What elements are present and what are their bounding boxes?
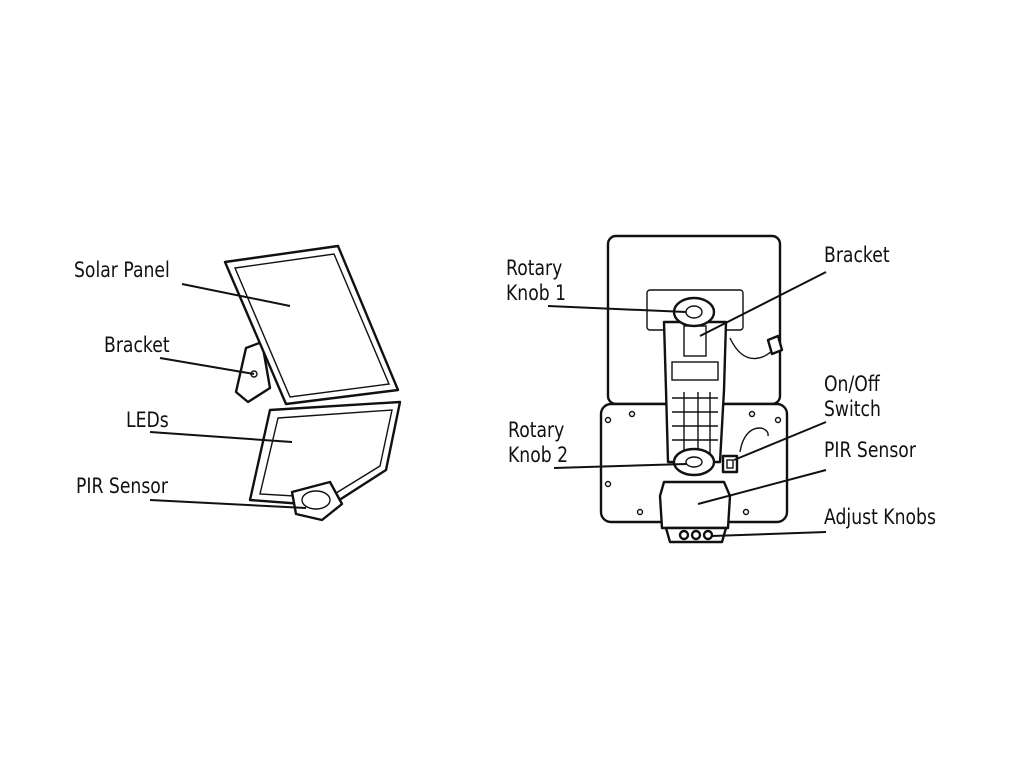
right-rotary-knob-2-center [685, 456, 703, 468]
leader-adjust-knobs [711, 531, 827, 537]
label-rotary-knob-2-line2: Knob 2 [508, 443, 569, 467]
right-bracket-grid [672, 392, 718, 456]
label-pir-sensor-right: PIR Sensor [824, 438, 916, 462]
right-cable-plug [766, 334, 784, 356]
right-adjust-knob-3 [702, 529, 714, 541]
label-pir-sensor-left: PIR Sensor [76, 474, 168, 498]
leader-bracket-left [159, 357, 255, 375]
leader-leds [149, 431, 293, 443]
label-rotary-knob-2-line1: Rotary [508, 418, 565, 442]
right-screw-2 [748, 410, 756, 418]
right-on-off-switch-toggle [726, 459, 734, 469]
right-pir-module [658, 480, 732, 530]
right-bracket-arm [662, 320, 728, 464]
label-bracket-left: Bracket [104, 333, 170, 357]
label-on-off-line1: On/Off [824, 372, 880, 396]
left-solar-panel-frame [223, 244, 400, 406]
left-device [149, 244, 402, 522]
leader-rotary-knob-2 [553, 463, 687, 469]
right-adjust-knob-1 [678, 529, 690, 541]
right-bracket-slot-2 [671, 361, 719, 381]
leader-pir-right [697, 469, 827, 505]
right-screw-7 [742, 508, 750, 516]
right-cable-lower [739, 427, 769, 453]
right-rotary-knob-2 [672, 447, 716, 477]
label-bracket-right: Bracket [824, 243, 890, 267]
left-led-housing [248, 400, 402, 508]
right-screw-5 [774, 416, 782, 424]
left-led-lens [259, 409, 393, 499]
leader-on-off-switch [733, 421, 827, 461]
right-screw-3 [604, 416, 612, 424]
right-screw-4 [604, 480, 612, 488]
right-adjust-knob-2 [690, 529, 702, 541]
label-on-off-line2: Switch [824, 397, 881, 421]
leader-bracket-right [699, 271, 827, 337]
leader-rotary-knob-1 [547, 305, 687, 313]
leader-pir-left [149, 499, 307, 509]
label-rotary-knob-1-line2: Knob 1 [506, 281, 567, 305]
left-solar-panel-glass [233, 253, 391, 398]
label-adjust-knobs: Adjust Knobs [824, 505, 936, 529]
leader-solar-panel [181, 283, 291, 307]
label-rotary-knob-1-line1: Rotary [506, 256, 563, 280]
right-device [547, 234, 827, 544]
left-pir-sensor-housing [290, 480, 344, 522]
label-solar-panel: Solar Panel [74, 258, 170, 282]
right-screw-6 [636, 508, 644, 516]
label-leds: LEDs [126, 408, 169, 432]
right-on-off-switch [721, 454, 739, 474]
right-screw-1 [628, 410, 636, 418]
left-pir-sensor-lens [301, 490, 331, 510]
